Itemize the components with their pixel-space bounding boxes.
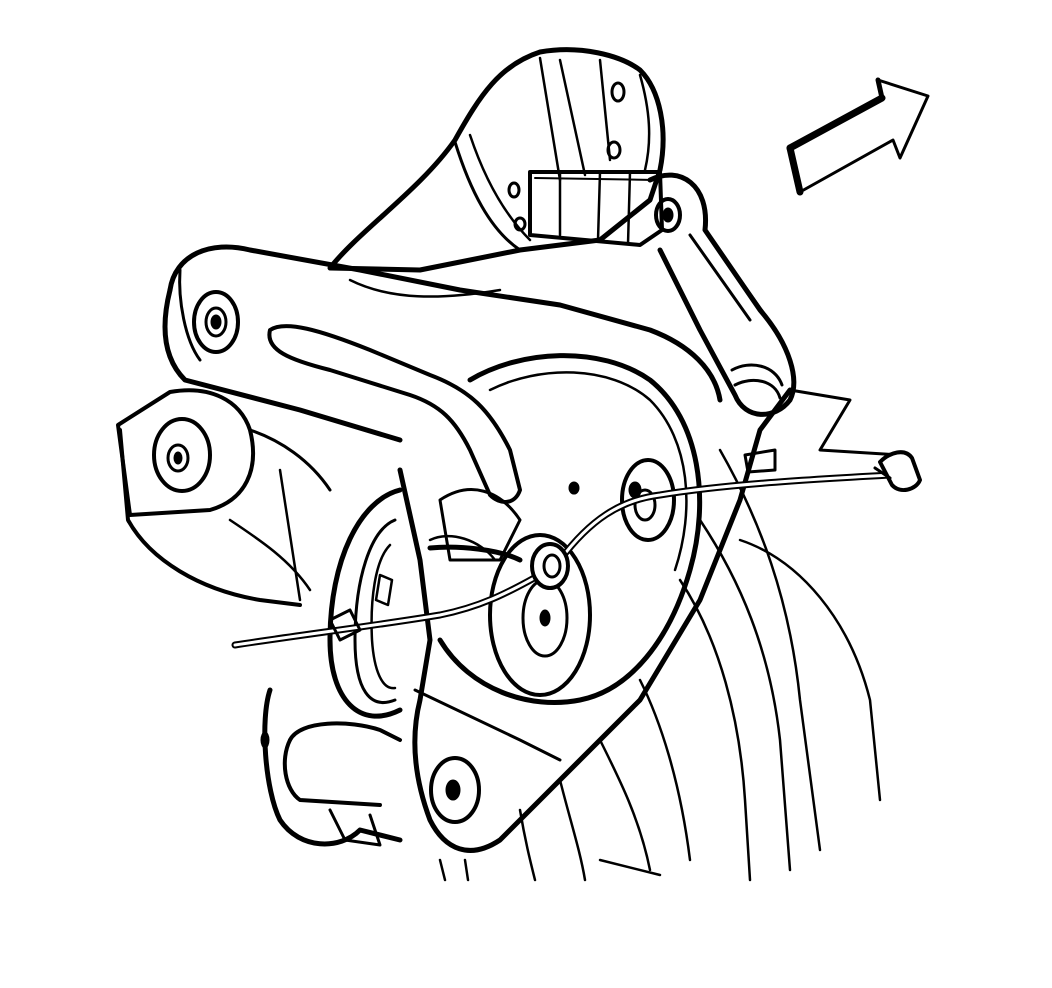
- direction-arrow-icon: [786, 77, 930, 196]
- bearing-seal-ring: [327, 487, 403, 719]
- upper-bracket: [327, 47, 666, 273]
- upper-control-arm: [162, 244, 723, 504]
- wheel-speed-sensor-wire: [231, 450, 922, 649]
- hub-rotor-disc: [437, 353, 703, 705]
- lower-left-arm: [116, 388, 332, 607]
- lower-ball-joint-stud: [260, 687, 403, 847]
- strut-assembly: [438, 388, 902, 882]
- right-link-arm: [647, 172, 797, 417]
- sensor-clamp-block: [528, 170, 664, 247]
- steering-knuckle-body: [397, 387, 793, 853]
